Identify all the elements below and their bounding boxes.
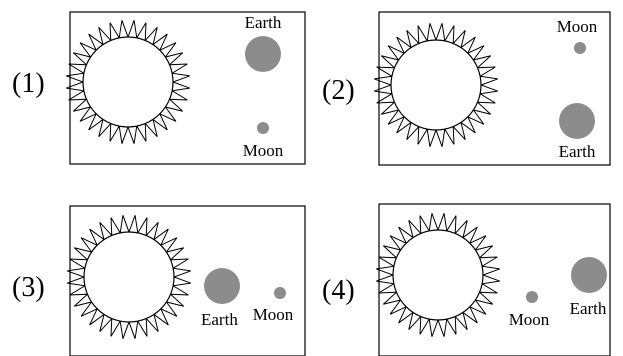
earth-label: Earth xyxy=(245,13,282,32)
option-label-3: (3) xyxy=(12,272,45,303)
sun-icon xyxy=(376,213,500,337)
sun-icon xyxy=(66,20,190,144)
earth-icon xyxy=(245,36,281,72)
moon-icon xyxy=(274,287,286,299)
panel-2: (2) Moon Earth xyxy=(322,11,611,166)
moon-label: Moon xyxy=(243,141,284,160)
earth-label: Earth xyxy=(559,142,596,161)
moon-icon xyxy=(257,122,269,134)
moon-label: Moon xyxy=(557,17,598,36)
sun-icon xyxy=(374,23,498,147)
moon-icon xyxy=(574,42,586,54)
sun-icon xyxy=(67,215,191,339)
earth-label: Earth xyxy=(201,310,238,329)
earth-icon xyxy=(559,103,595,139)
panel-4: (4) Moon Earth xyxy=(322,203,611,356)
earth-icon xyxy=(571,257,607,293)
moon-label: Moon xyxy=(509,310,550,329)
moon-label: Moon xyxy=(253,305,294,324)
moon-icon xyxy=(526,291,538,303)
panel-1: (1) Earth Moon xyxy=(12,11,306,165)
option-label-1: (1) xyxy=(12,68,45,99)
earth-label: Earth xyxy=(570,299,607,318)
earth-icon xyxy=(204,268,240,304)
panel-3: (3) Earth Moon xyxy=(12,205,306,356)
option-label-2: (2) xyxy=(322,75,355,106)
option-label-4: (4) xyxy=(322,275,355,306)
